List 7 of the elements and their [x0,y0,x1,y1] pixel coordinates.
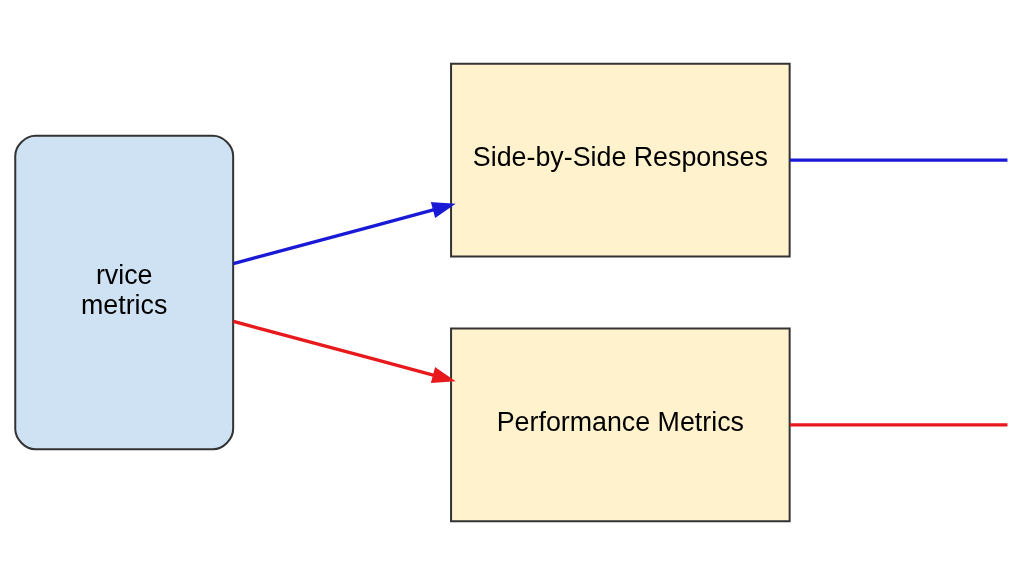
node-box: rvice metrics [14,134,235,451]
arrow [233,202,456,266]
connector [790,423,1008,427]
node-box: Performance Metrics [450,327,791,523]
arrow [233,319,456,383]
node-box: Side-by-Side Responses [450,62,791,258]
connector [790,158,1008,162]
